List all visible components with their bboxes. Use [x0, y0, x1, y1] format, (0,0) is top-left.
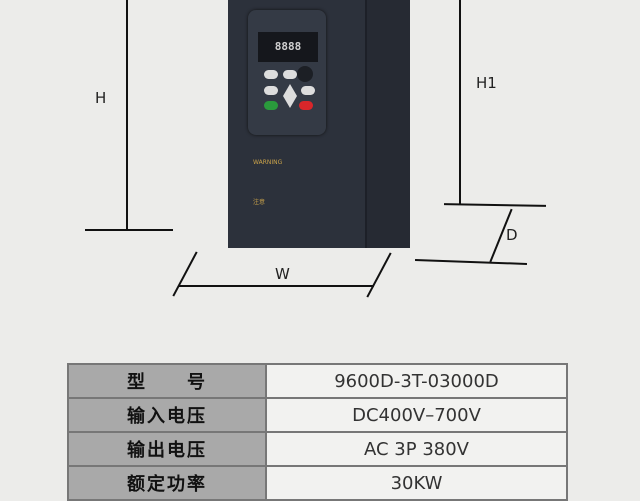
keypad-button [264, 86, 278, 95]
d-label: D [506, 226, 518, 244]
h-label: H [95, 89, 107, 107]
keypad-button [264, 70, 278, 79]
caution-label: 注意 [253, 199, 343, 206]
led-display: 8888 [258, 32, 318, 62]
warning-label: WARNING [253, 159, 343, 166]
w-right-tick [366, 252, 392, 298]
keypad-button [301, 86, 315, 95]
h-dimension-line [126, 0, 128, 231]
spec-value: 9600D-3T-03000D [265, 363, 568, 399]
w-left-tick [172, 251, 198, 297]
w-label: W [275, 265, 290, 283]
keypad-button [283, 70, 297, 79]
knob-icon [297, 66, 313, 82]
inverter-side [365, 0, 410, 248]
w-dimension-line [178, 285, 374, 287]
h1-baseline [443, 203, 547, 207]
spec-key: 额定功率 [67, 465, 267, 501]
spec-key: 型 号 [67, 363, 267, 399]
spec-value: AC 3P 380V [265, 431, 568, 467]
spec-key: 输出电压 [67, 431, 267, 467]
warning-title: WARNING [253, 159, 283, 166]
h1-dimension-line [459, 0, 461, 204]
caution-title: 注意 [253, 199, 266, 206]
spec-value: DC400V–700V [265, 397, 568, 433]
h1-label: H1 [476, 74, 497, 92]
arrow-keys-icon [283, 84, 297, 108]
d-baseline [414, 259, 528, 265]
run-button [264, 101, 278, 110]
spec-key: 输入电压 [67, 397, 267, 433]
stop-button [299, 101, 313, 110]
h-baseline [85, 229, 173, 231]
spec-value: 30KW [265, 465, 568, 501]
